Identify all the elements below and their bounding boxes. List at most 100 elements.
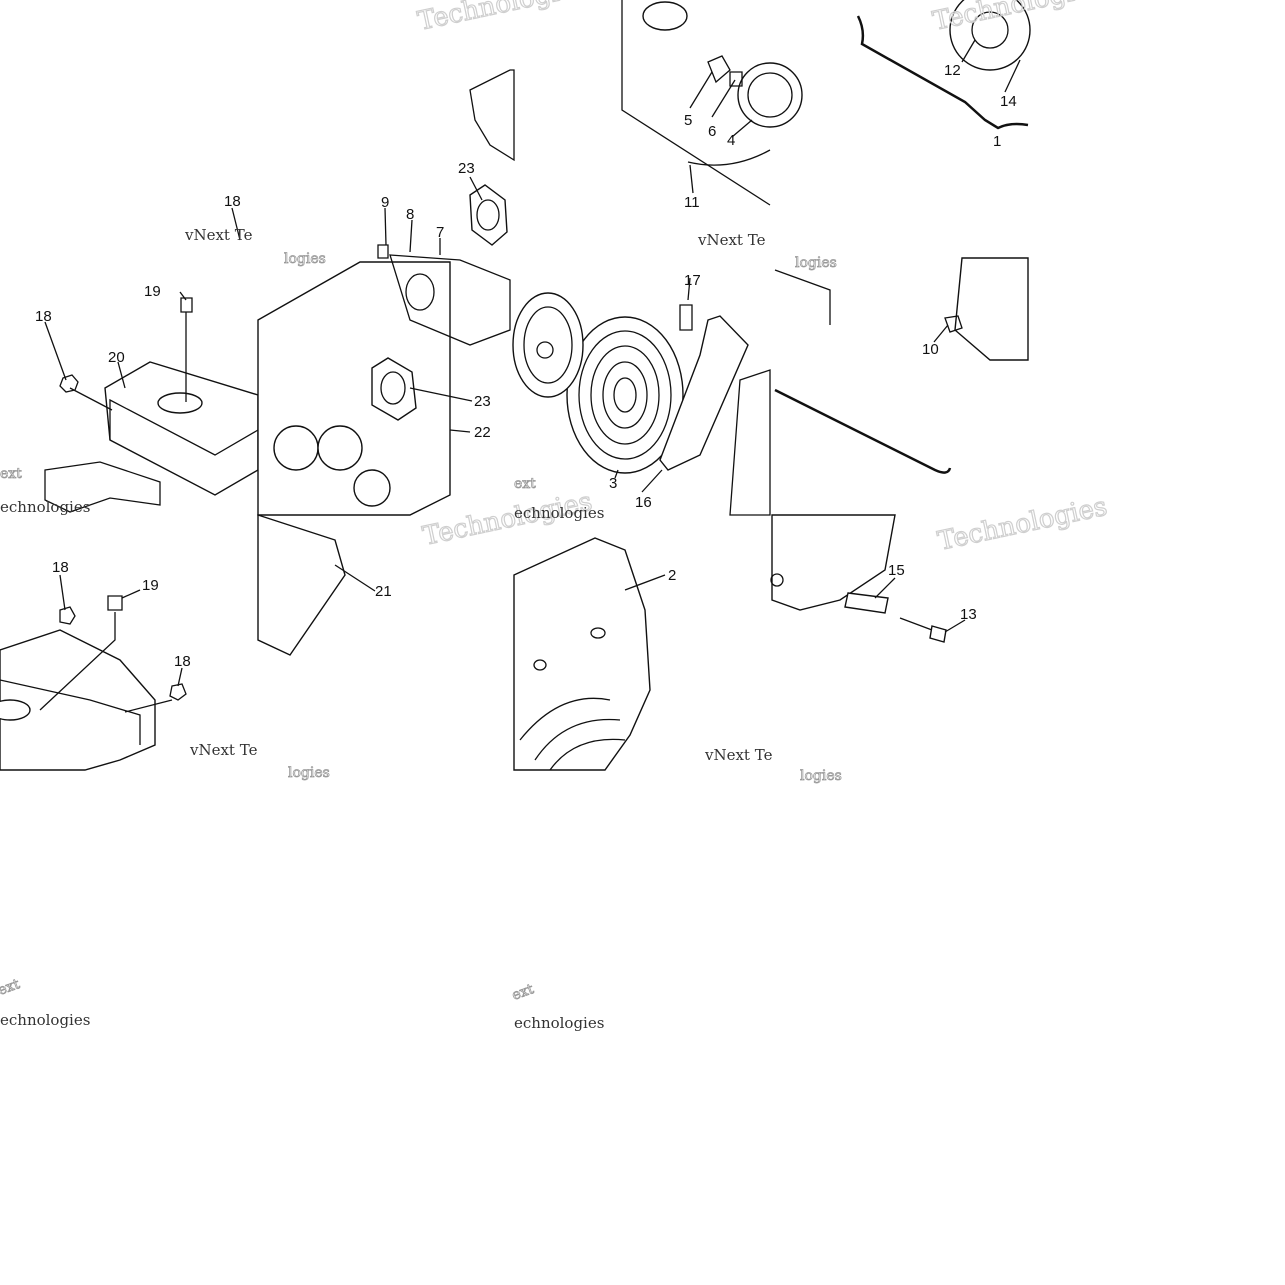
watermark-logies-2: logies [795,255,837,271]
watermark-brand-3: vNext Te [189,741,258,759]
watermark-ext-1: ext [0,466,22,482]
fan-mount-hole [590,627,606,639]
callout-18-bottom-right: 18 [174,653,191,670]
nut-9 [377,244,389,259]
watermarks: Technologies Technologies Technologies T… [0,0,1110,1032]
manifold-7-8 [389,254,511,346]
engine-boss [770,573,784,587]
callout-19-bottom: 19 [142,577,159,594]
callout-22: 22 [474,424,491,441]
watermark-logies-1: logies [284,251,326,267]
callout-12: 12 [944,62,961,79]
cover-plate [0,629,156,771]
watermark-echno-4: echnologies [514,1014,604,1032]
pawl-5 [707,55,731,84]
cover-hole [0,699,31,721]
callout-14: 14 [1000,93,1017,110]
manifold-port [405,273,435,311]
watermark-tech-top: Technologies [415,0,590,37]
nut-18c [124,683,187,713]
callout-11: 11 [684,194,700,211]
callout-2: 2 [668,567,676,584]
callout-7: 7 [436,224,444,241]
bolt-17 [679,304,693,331]
bolt-19 [180,297,193,402]
bolt-13 [899,617,933,631]
callout-6: 6 [708,123,716,140]
callout-13: 13 [960,606,977,623]
port-1 [273,425,319,471]
bracket-1-brace [856,15,1029,130]
gasket-23-lower [371,357,417,421]
handle-bracket-16 [659,315,749,471]
callout-16: 16 [635,494,652,511]
fitting-10 [944,315,963,333]
casting-edge [954,257,1029,361]
watermark-tech-right-mid: Technologies [935,492,1110,557]
callout-21: 21 [375,583,392,600]
nut-18b [59,606,76,625]
tile-bracket-assembly [44,297,259,513]
engine-cover-edge [771,514,896,611]
callout-17: 17 [684,272,701,289]
bracket-20 [104,361,259,496]
spring-clip-6 [729,71,743,87]
tile-cover-assembly [0,595,187,771]
bracket-1-frame [774,269,831,325]
callout-19-top: 19 [144,283,161,300]
callout-20: 20 [108,349,125,366]
fan-mount-hole-2 [533,659,547,671]
callout-15: 15 [888,562,905,579]
watermark-echno-3: echnologies [0,1011,90,1029]
bracket-21 [257,514,346,656]
bolt-13-head [929,625,947,643]
fan-housing-edge [729,369,771,516]
bracket-edge [109,398,259,456]
callout-18-bottom: 18 [52,559,69,576]
tile-exhaust-gaskets [257,69,515,656]
rope-11 [687,149,771,166]
watermark-echno-2: echnologies [514,504,604,522]
hub-12 [949,0,1031,71]
callout-5: 5 [684,112,692,129]
watermark-ext-2: ext [514,476,536,492]
callout-10: 10 [922,341,939,358]
gasket-23-upper-hole [476,199,500,231]
callout-labels: 23 9 8 7 18 19 18 20 23 22 21 5 6 4 11 1… [35,62,1017,670]
callout-9: 9 [381,194,389,211]
leader-lines [44,39,1021,687]
gasket-23-lower-hole [380,371,406,405]
bolt-19b [39,595,123,711]
lower-bracket [44,461,161,513]
callout-4: 4 [727,132,735,149]
clamp-15 [844,592,889,614]
gasket-23-upper [469,184,508,246]
tile-rewind-starter [512,0,803,516]
port-3 [353,469,391,507]
starter-reel [512,292,584,398]
callout-1: 1 [993,133,1001,150]
fan-housing-2 [513,537,651,771]
callout-23-top: 23 [458,160,475,177]
watermark-brand-2: vNext Te [697,231,766,249]
watermark-ext-4: ext [510,981,536,1004]
watermark-ext-3: ext [0,976,22,999]
hub-12-inner [971,11,1009,49]
watermark-logies-3: logies [288,765,330,781]
callout-18-left: 18 [35,308,52,325]
starter-housing-edge [621,0,771,206]
pulley-4-inner [747,72,793,118]
bracket-lower-brace [774,388,952,474]
cover-edge [0,679,141,745]
heat-shield-22 [257,261,451,516]
callout-23-mid: 23 [474,393,491,410]
callout-3: 3 [609,475,617,492]
rewind-spring-3 [566,316,684,474]
port-2 [317,425,363,471]
watermark-logies-4: logies [800,768,842,784]
tile-clamp-bolt [770,514,947,643]
tile-mount-hardware [774,0,1031,474]
watermark-brand-1: vNext Te [184,226,253,244]
tile-fan-housing [513,537,651,771]
